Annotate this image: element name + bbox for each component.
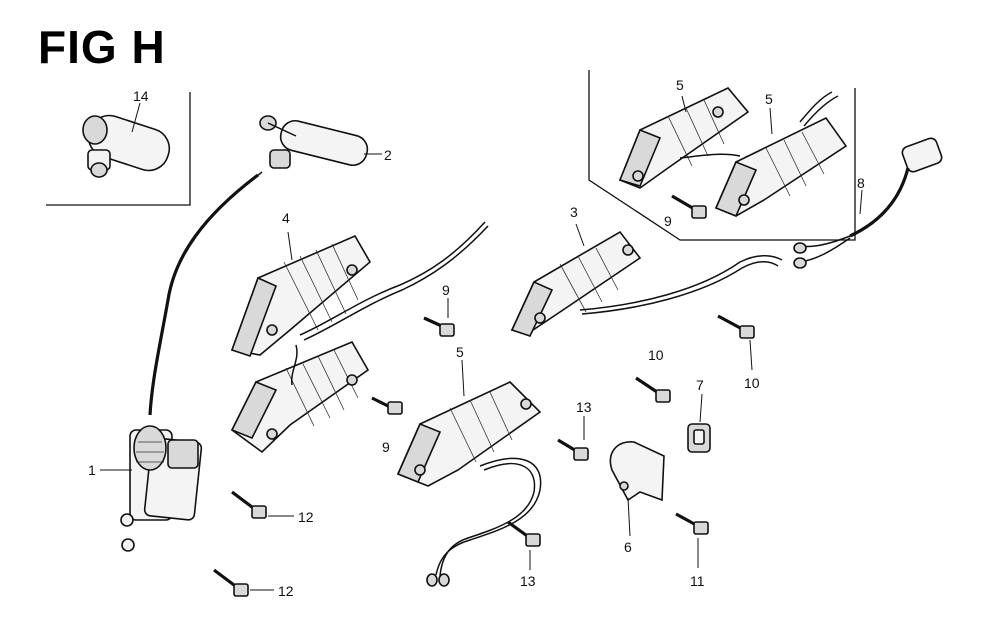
- callout-5-inset-upper: 5: [676, 77, 684, 93]
- bolt-13-lower: [507, 520, 541, 570]
- part-2-spark-plug-cap: [259, 115, 382, 169]
- callout-9-left: 9: [382, 439, 390, 455]
- coil-5-lead: [435, 457, 542, 576]
- bolt-9-inset: [671, 194, 707, 219]
- part-7-grommet: [687, 393, 711, 453]
- callout-10-right: 10: [744, 375, 760, 391]
- callout-10-left: 10: [648, 347, 664, 363]
- part-4-exciter-coil-lower: [230, 340, 370, 454]
- bolt-11: [675, 512, 709, 568]
- callout-4: 4: [282, 210, 290, 226]
- bolt-13-upper: [557, 416, 589, 461]
- coil-4-lead: [299, 221, 486, 336]
- part-8-wire-harness: [793, 137, 943, 269]
- part-5-coil-inset-upper: [618, 87, 750, 189]
- callout-2: 2: [384, 147, 392, 163]
- bolt-9-left: [371, 396, 403, 415]
- callout-9-center: 9: [442, 282, 450, 298]
- callout-14: 14: [133, 88, 149, 104]
- callout-3: 3: [570, 204, 578, 220]
- coil-3-lead: [579, 255, 783, 311]
- callout-11: 11: [690, 573, 705, 589]
- callout-12-upper: 12: [298, 509, 314, 525]
- callout-7: 7: [696, 377, 704, 393]
- callout-13-upper: 13: [576, 399, 592, 415]
- bolt-12-lower: [213, 568, 274, 597]
- part-5-coil-center: [396, 359, 542, 487]
- callout-1: 1: [88, 462, 96, 478]
- part-4-exciter-coil: [230, 231, 372, 358]
- callout-5-center: 5: [456, 344, 464, 360]
- ignition-cable: [148, 173, 259, 416]
- bolt-10-right: [717, 314, 755, 371]
- figure-title: FIG H: [38, 21, 166, 73]
- callout-13-lower: 13: [520, 573, 536, 589]
- callout-9-inset: 9: [664, 213, 672, 229]
- bolt-9-center: [423, 298, 455, 337]
- bolt-10-left: [635, 376, 671, 403]
- callout-6: 6: [624, 539, 632, 555]
- inset-frame-14: [46, 92, 191, 206]
- bolt-12-upper: [231, 490, 294, 519]
- part-5-coil-inset-lower: [714, 91, 848, 218]
- callout-8: 8: [857, 175, 865, 191]
- callout-5-inset-lower: 5: [765, 91, 773, 107]
- inset-frame-alt-coils: [588, 70, 856, 241]
- part-1-ignition-coil: [100, 425, 203, 552]
- part-3-charge-coil: [510, 223, 642, 337]
- part-14-plug-cap: [82, 102, 171, 178]
- part-6-bracket: [609, 441, 665, 537]
- callout-12-lower: 12: [278, 583, 294, 599]
